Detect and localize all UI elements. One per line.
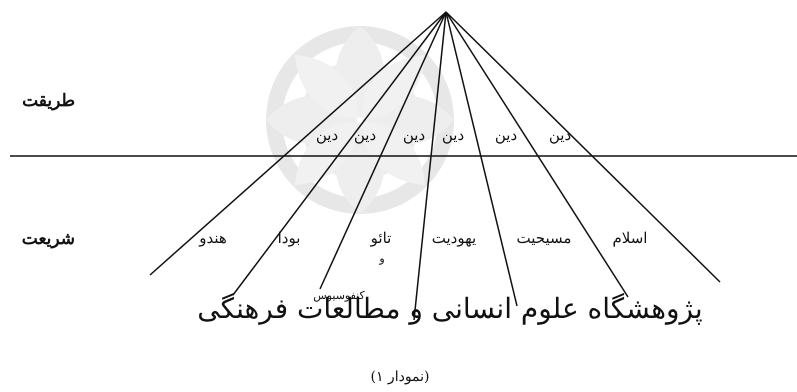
din-label: دین — [354, 126, 376, 144]
line-buddha — [232, 11, 447, 296]
religion-label-hindu: هندو — [198, 229, 227, 247]
line-tao — [319, 11, 447, 290]
line-judaism — [445, 11, 518, 307]
religion-label-islam: اسلام — [613, 229, 648, 247]
religion-label-tao: تائو — [370, 229, 392, 247]
line-hindu — [149, 11, 447, 276]
religion-label-confucius: کنفوسیوس — [313, 289, 365, 302]
din-label: دین — [495, 126, 517, 144]
line-christianity — [445, 11, 629, 298]
din-label: دین — [316, 126, 338, 144]
religion-label-christianity: مسیحیت — [517, 229, 572, 247]
watermark-emblem-icon — [266, 26, 454, 214]
shariat-label: شریعت — [22, 229, 75, 249]
line-islam — [445, 11, 721, 283]
religion-label-judaism: یهودیت — [432, 229, 476, 247]
diagram-lines — [149, 11, 721, 321]
din-label: دین — [549, 126, 571, 144]
religion-label-buddha: بودا — [278, 229, 301, 247]
tariqat-label: طریقت — [22, 91, 75, 111]
watermark-text: پژوهشگاه علوم انسانی و مطالعات فرهنگی — [197, 292, 702, 325]
din-label: دین — [403, 126, 425, 144]
diagram-caption: (نمودار ۱) — [370, 369, 429, 385]
religion-label-connector: و — [378, 252, 384, 265]
din-label: دین — [442, 126, 464, 144]
line-tao-confucius — [413, 11, 447, 321]
